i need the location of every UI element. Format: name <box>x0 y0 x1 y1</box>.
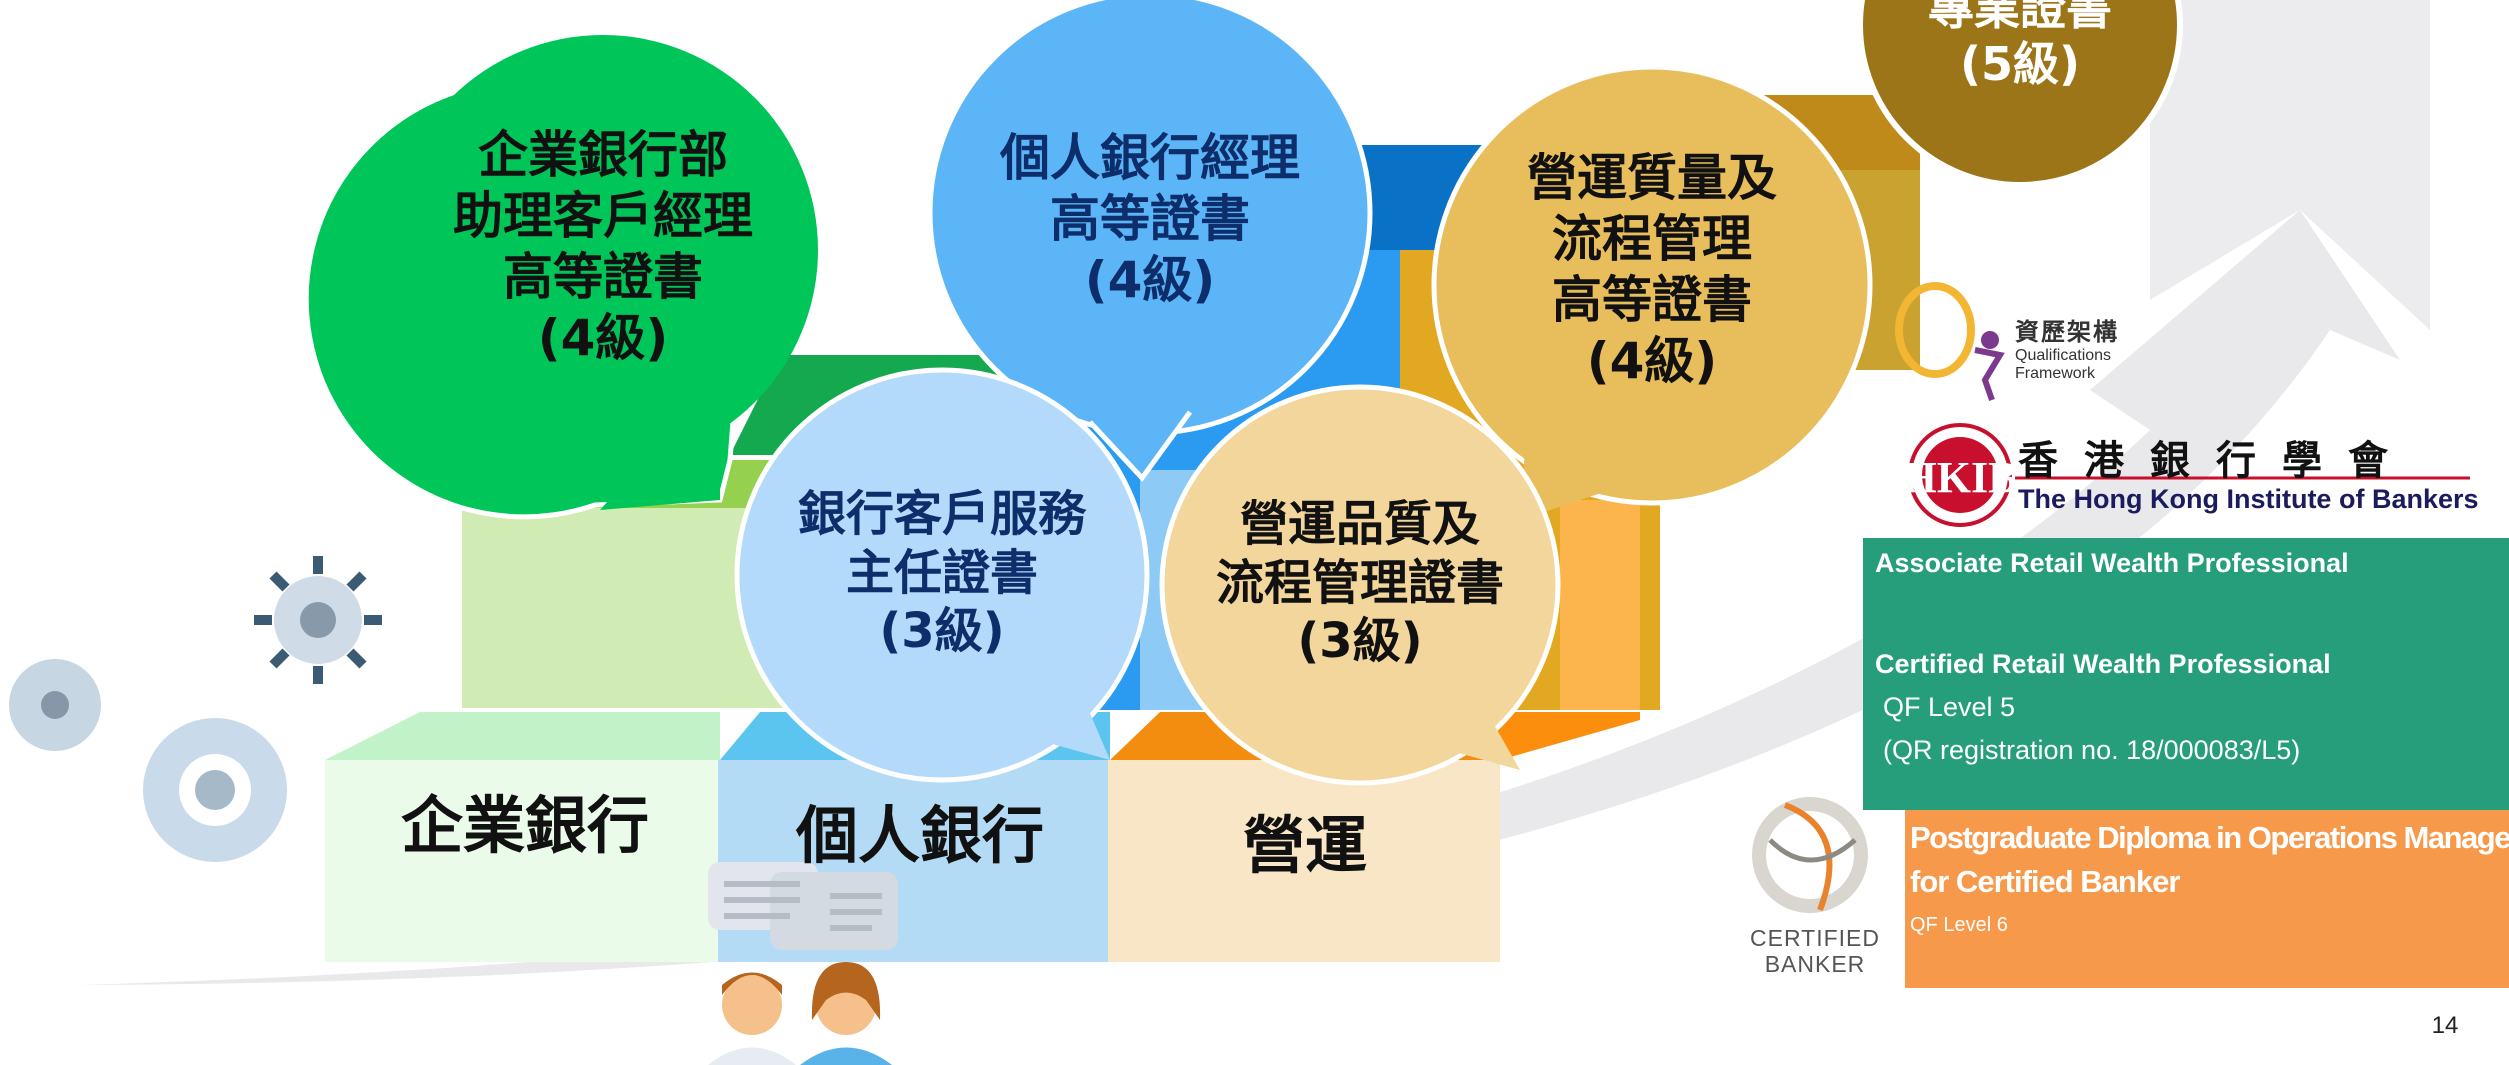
bubble-corporate-l4 <box>303 35 818 520</box>
operations-base-side <box>1500 712 1640 760</box>
certified-banker-logo-icon <box>1752 797 1868 913</box>
qf-chinese: 資歷架構 <box>2015 319 2119 346</box>
qf-logo: 資歷架構 Qualifications Framework <box>2015 312 2135 382</box>
bubble-professional-l5-line1: 專業證書 <box>1928 0 2112 35</box>
bubble-personal-l4-text: 個人銀行經理 高等證書 (4級) <box>955 128 1345 311</box>
bubble-personal-l4-line3: (4級) <box>1084 251 1216 309</box>
green-panel-title1: Associate Retail Wealth Professional <box>1875 548 2349 578</box>
bubble-operations-l4-line4: (4級) <box>1586 332 1718 390</box>
small-gear-icon <box>9 659 101 751</box>
certified-banker-line2: BANKER <box>1764 951 1866 978</box>
green-panel: Associate Retail Wealth Professional Cer… <box>1863 548 2509 766</box>
corporate-base <box>325 760 718 962</box>
page-number: 14 <box>2431 1012 2459 1039</box>
gear-icon <box>143 718 287 862</box>
green-panel-registration: (QR registration no. 18/000083/L5) <box>1883 735 2301 765</box>
operations-base <box>1108 760 1500 962</box>
orange-panel: Postgraduate Diploma in Operations Manag… <box>1910 820 2509 937</box>
bubble-service-l3-line3: (3級) <box>879 603 1005 660</box>
operations-step-orange <box>1560 500 1640 710</box>
bubble-operations-l4-line1: 營運質量及 <box>1527 149 1777 207</box>
bubble-personal-l4-line2: 高等證書 <box>1050 190 1250 248</box>
bubble-corporate-l4-text: 企業銀行部 助理客戶經理 高等證書 (4級) <box>413 125 793 369</box>
bubble-corporate-l4-line2: 助理客戶經理 <box>453 187 753 245</box>
svg-text:HKIB: HKIB <box>1903 453 2018 502</box>
orange-panel-title-line2: for Certified Banker <box>1910 864 2180 899</box>
bubble-professional-l5-line2: (5級) <box>1959 37 2081 92</box>
bubble-corporate-l4-line3: 高等證書 <box>503 248 703 306</box>
corporate-banking-label: 企業銀行 <box>400 789 649 862</box>
certified-banker-logo: CERTIFIED BANKER <box>1740 925 1890 978</box>
bubble-operations-l4-line2: 流程管理 <box>1552 210 1752 268</box>
bubble-corporate-l4-line4: (4級) <box>537 309 669 367</box>
corporate-base-top <box>325 712 720 760</box>
orange-panel-title-line1: Postgraduate Diploma in Operations Manag… <box>1910 820 2509 855</box>
green-panel-title2: Certified Retail Wealth Professional <box>1875 649 2331 679</box>
bubble-service-l3-line1: 銀行客戶服務 <box>797 486 1086 542</box>
bubble-operations-l4-line3: 高等證書 <box>1552 271 1752 329</box>
qf-logo-icon <box>1895 282 2005 401</box>
hkib-logo-icon: HKIB <box>1903 423 2018 527</box>
bubble-corporate-l4-line1: 企業銀行部 <box>478 126 728 184</box>
bubble-service-l3-text: 銀行客戶服務 主任證書 (3級) <box>762 485 1122 661</box>
customer-service-people-icon <box>708 862 898 1065</box>
bubble-service-l3 <box>734 367 1150 783</box>
green-panel-bg <box>1863 538 2509 810</box>
bubble-professional-l5 <box>1857 0 2183 188</box>
orange-panel-level: QF Level 6 <box>1910 914 2008 936</box>
bubble-operations-l3-text: 營運品質及 流程管理證書 (3級) <box>1180 495 1540 671</box>
qf-english-line1: Qualifications <box>2015 347 2112 364</box>
green-panel-level: QF Level 5 <box>1883 692 2016 722</box>
arrow-shaft <box>2150 0 2430 330</box>
hkib-chinese-name: 香 港 銀 行 學 會 <box>2018 438 2396 483</box>
personal-banking-label: 個人銀行 <box>795 799 1044 872</box>
operations-label: 營運 <box>1242 809 1367 882</box>
bubble-service-l3-line2: 主任證書 <box>845 544 1038 601</box>
bubble-operations-l3-line2: 流程管理證書 <box>1215 554 1504 611</box>
bubble-operations-l4-text: 營運質量及 流程管理 高等證書 (4級) <box>1467 148 1837 392</box>
bubble-personal-l4 <box>927 0 1373 482</box>
hkib-english-name: The Hong Kong Institute of Bankers <box>2018 484 2479 514</box>
qf-english-line2: Framework <box>2015 364 2096 382</box>
certified-banker-line1: CERTIFIED <box>1750 925 1880 951</box>
bubble-operations-l3-line3: (3級) <box>1297 613 1423 670</box>
orange-panel-bg <box>1905 810 2509 988</box>
spinning-gear-icon <box>254 556 382 684</box>
bubble-operations-l3-line1: 營運品質及 <box>1239 496 1480 552</box>
bubble-personal-l4-line1: 個人銀行經理 <box>1000 129 1300 187</box>
bubble-operations-l3 <box>1159 384 1561 786</box>
bubble-professional-l5-text: 專業證書 (5級) <box>1860 0 2180 92</box>
